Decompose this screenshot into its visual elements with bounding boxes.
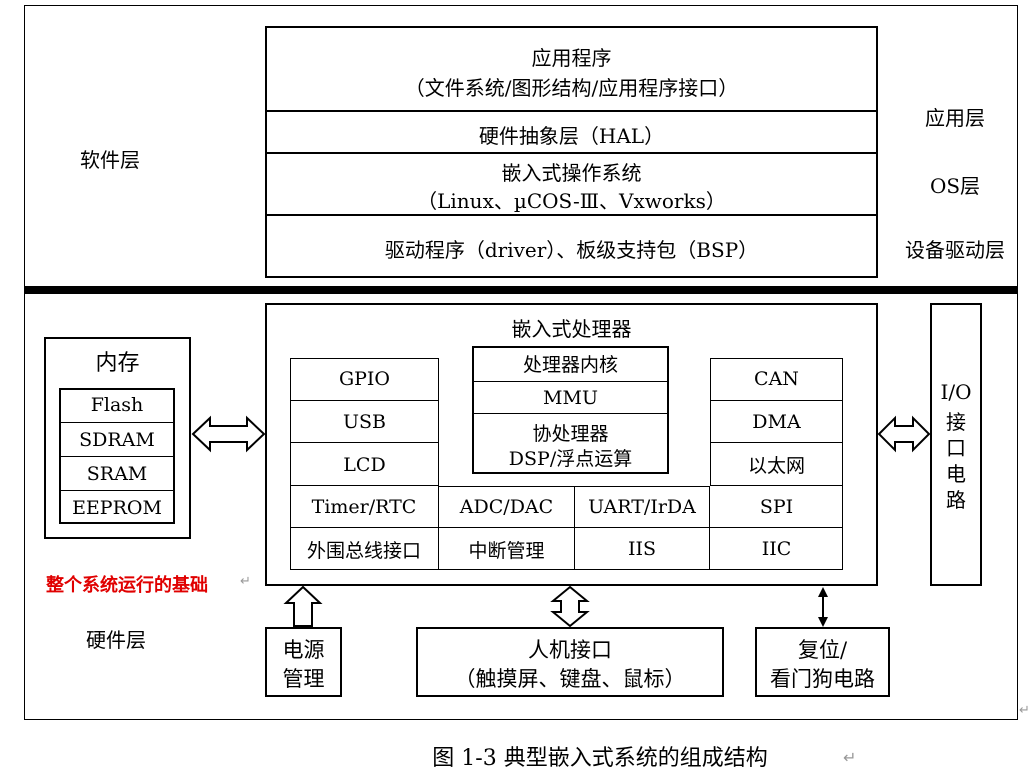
os-layer-title: 嵌入式操作系统 — [501, 161, 642, 185]
peripheral-can: CAN — [710, 358, 843, 401]
return-mark-icon-caption: ↵ — [843, 748, 857, 767]
foundation-note: 整个系统运行的基础 — [46, 575, 208, 596]
dsp-label: DSP/浮点运算 — [508, 448, 633, 470]
peripheral-grid — [290, 486, 843, 570]
peripheral-uart-irda: UART/IrDA — [575, 486, 710, 528]
figure-caption: 图 1-3 典型嵌入式系统的组成结构 — [432, 746, 768, 771]
hmi-processor-arrow — [550, 585, 590, 628]
app-layer-title: 应用程序 — [531, 46, 612, 70]
reset-watchdog-block — [755, 627, 890, 697]
mmu-label: MMU — [472, 382, 669, 414]
peripheral-interrupt: 中断管理 — [439, 528, 575, 570]
processor-core-block — [472, 346, 669, 474]
memory-title: 内存 — [95, 351, 140, 376]
memory-item-eeprom: EEPROM — [72, 496, 162, 519]
hardware-section-frame — [24, 295, 1018, 720]
coprocessor-label: 协处理器 — [532, 423, 609, 445]
power-line-1: 电源 — [282, 638, 325, 662]
memory-item-flash: Flash — [59, 388, 175, 423]
reset-line-2: 看门狗电路 — [770, 667, 875, 691]
io-char-1: I/O — [940, 380, 972, 404]
hardware-layer-label: 硬件层 — [86, 628, 146, 652]
memory-block — [44, 337, 191, 539]
io-block — [930, 303, 982, 586]
peripheral-gpio: GPIO — [290, 358, 439, 401]
io-char-4: 电 — [946, 462, 966, 486]
app-layer-subtitle: （文件系统/图形结构/应用程序接口） — [404, 76, 739, 100]
io-char-5: 路 — [946, 488, 966, 512]
power-processor-arrow — [283, 585, 323, 627]
reset-arrowhead-down — [818, 617, 828, 627]
driver-layer: 驱动程序（driver）、板级支持包（BSP） — [384, 238, 759, 262]
memory-processor-arrow — [191, 415, 266, 453]
hmi-block — [416, 627, 724, 697]
layer-divider — [24, 286, 1018, 294]
right-label-app: 应用层 — [925, 106, 985, 130]
core-label: 处理器内核 — [472, 346, 669, 382]
right-peripheral-group — [710, 358, 843, 486]
io-char-2: 接 — [946, 410, 966, 434]
peripheral-dma: DMA — [710, 401, 843, 443]
software-layer-label: 软件层 — [80, 148, 140, 172]
processor-title: 嵌入式处理器 — [511, 317, 632, 341]
reset-arrowhead-up — [818, 587, 828, 597]
left-peripheral-group — [290, 358, 439, 486]
peripheral-external-bus: 外围总线接口 — [290, 528, 439, 570]
return-mark-icon: ↵ — [240, 574, 251, 589]
memory-item-sram: SRAM — [59, 457, 175, 491]
right-label-os: OS层 — [929, 174, 981, 198]
peripheral-spi: SPI — [710, 486, 843, 528]
reset-line-1: 复位/ — [797, 638, 848, 662]
return-mark-icon-frame: ↵ — [1019, 703, 1030, 718]
processor-block — [265, 303, 878, 586]
os-layer-subtitle: （Linux、µCOS-Ⅲ、Vxworks） — [417, 189, 726, 213]
peripheral-iis: IIS — [575, 528, 710, 570]
software-divider-3 — [265, 214, 878, 216]
right-label-driver: 设备驱动层 — [905, 238, 1005, 262]
power-block — [265, 627, 342, 697]
hmi-line-1: 人机接口 — [528, 638, 612, 662]
peripheral-usb: USB — [290, 401, 439, 443]
power-line-2: 管理 — [282, 667, 325, 691]
software-divider-1 — [265, 110, 878, 112]
peripheral-adc-dac: ADC/DAC — [439, 486, 575, 528]
hmi-line-2: （触摸屏、键盘、鼠标） — [454, 667, 686, 691]
software-divider-2 — [265, 152, 878, 154]
processor-io-arrow — [877, 415, 931, 453]
peripheral-lcd: LCD — [343, 453, 386, 476]
peripheral-ethernet: 以太网 — [747, 455, 805, 477]
peripheral-timer-rtc: Timer/RTC — [290, 486, 439, 528]
io-char-3: 口 — [946, 436, 966, 460]
hal-layer: 硬件抽象层（HAL） — [478, 124, 665, 148]
peripheral-iic: IIC — [761, 538, 792, 560]
memory-item-sdram: SDRAM — [59, 423, 175, 457]
